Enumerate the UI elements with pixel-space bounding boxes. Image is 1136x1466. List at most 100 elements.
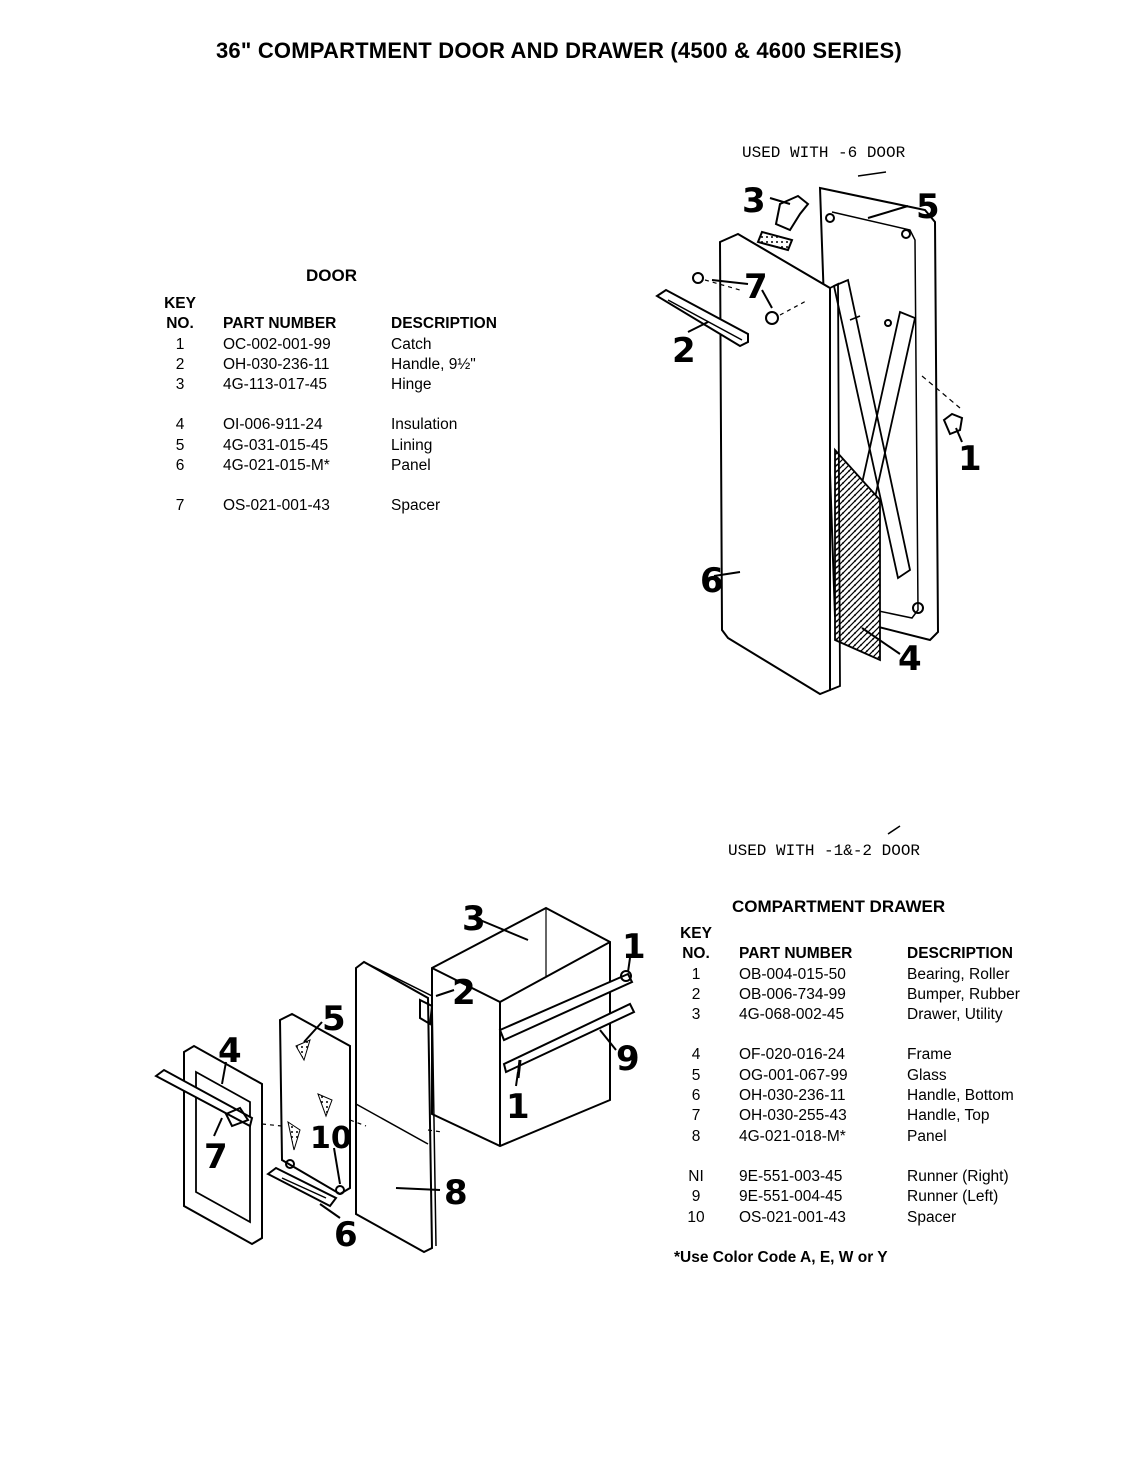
drawer-handle-top-clip	[224, 1106, 250, 1128]
door-lining-hole	[912, 602, 924, 614]
door-callout-4: 4	[898, 639, 922, 679]
door-brace-slot	[849, 315, 861, 321]
door-lining-hole	[901, 229, 911, 239]
door-hinge-plate	[756, 230, 794, 252]
drawer-table-row: 6 OH-030-236-11 Handle, Bottom	[676, 1086, 1096, 1106]
door-table-row: 2 OH-030-236-11 Handle, 9½"	[160, 355, 560, 375]
door-part-number-header: PART NUMBER	[223, 315, 337, 333]
door-row-key: 5	[175, 436, 185, 454]
drawer-callout-3: 3	[462, 899, 486, 939]
drawer-table-row: 9 9E-551-004-45 Runner (Left)	[676, 1187, 1096, 1207]
drawer-key-header: NO.	[682, 945, 710, 963]
drawer-callout-1b: 1	[506, 1087, 530, 1127]
door-table-header: NO. PART NUMBER DESCRIPTION	[160, 314, 560, 334]
drawer-parts-table: KEY NO. PART NUMBER DESCRIPTION 1 OB-004…	[676, 924, 1096, 1228]
door-brace-left	[832, 278, 912, 580]
drawer-callout-7: 7	[204, 1137, 228, 1177]
drawer-row-part-number: OB-006-734-99	[739, 985, 846, 1003]
drawer-row-key: 2	[691, 985, 701, 1003]
drawer-row-part-number: OG-001-067-99	[739, 1066, 848, 1084]
door-panel	[718, 232, 831, 696]
leader-line	[221, 1061, 227, 1085]
drawer-handle-bottom-groove	[281, 1177, 327, 1199]
leader-line	[515, 1071, 519, 1087]
drawer-callout-6: 6	[334, 1215, 358, 1255]
drawer-row-description: Runner (Right)	[907, 1167, 1009, 1185]
leader-line	[213, 1117, 223, 1137]
drawer-row-description: Frame	[907, 1046, 952, 1064]
door-hinge	[774, 194, 810, 232]
door-row-description: Panel	[391, 457, 431, 475]
leader-line	[713, 571, 741, 577]
door-table-row: 1 OC-002-001-99 Catch	[160, 335, 560, 355]
drawer-row-description: Bumper, Rubber	[907, 985, 1020, 1003]
door-row-key: 1	[175, 335, 185, 353]
drawer-exploded-diagram	[154, 825, 901, 1254]
door-spacer	[765, 311, 779, 325]
drawer-row-description: Glass	[907, 1066, 947, 1084]
drawer-table-row: 1 OB-004-015-50 Bearing, Roller	[676, 965, 1096, 985]
leader-line	[687, 321, 709, 333]
drawer-assembly-dash	[261, 1119, 443, 1133]
drawer-row-part-number: 4G-068-002-45	[739, 1006, 845, 1024]
door-exploded-diagram	[655, 171, 964, 696]
drawer-row-key: 1	[691, 965, 701, 983]
drawer-row-key: 7	[691, 1107, 701, 1125]
drawer-row-description: Spacer	[907, 1208, 957, 1226]
door-row-part-number: OI-006-911-24	[223, 416, 323, 434]
door-table-row: 3 4G-113-017-45 Hinge	[160, 375, 560, 395]
door-callout-1: 1	[958, 439, 982, 479]
drawer-key-header-top: KEY	[680, 925, 712, 942]
drawer-row-key: 4	[691, 1046, 701, 1064]
door-row-part-number: OS-021-001-43	[223, 497, 330, 515]
door-table-row: 4 OI-006-911-24 Insulation	[160, 415, 560, 435]
drawer-row-part-number: OH-030-255-43	[739, 1107, 847, 1125]
drawer-panel-fold	[355, 1103, 429, 1145]
drawer-row-part-number: OB-004-015-50	[739, 965, 846, 983]
door-used-with-arrow	[857, 171, 887, 177]
drawer-part-number-header: PART NUMBER	[739, 945, 853, 963]
leader-line	[395, 1187, 441, 1191]
drawer-spacer	[285, 1159, 295, 1169]
door-table-row: 7 OS-021-001-43 Spacer	[160, 496, 560, 516]
drawer-row-key: 8	[691, 1127, 701, 1145]
door-callout-3: 3	[742, 181, 766, 221]
door-table-row: 5 4G-031-015-45 Lining	[160, 436, 560, 456]
drawer-roller-bearing	[620, 970, 632, 982]
drawer-glass	[278, 1012, 351, 1196]
door-panel-side	[829, 282, 841, 691]
leader-line	[761, 289, 773, 309]
drawer-section-title: COMPARTMENT DRAWER	[732, 897, 946, 916]
door-row-key: 3	[175, 376, 185, 394]
drawer-table-row: 7 OH-030-255-43 Handle, Top	[676, 1106, 1096, 1126]
drawer-handle-top	[154, 1068, 254, 1128]
drawer-description-header: DESCRIPTION	[907, 945, 1013, 963]
door-key-header-top: KEY	[164, 295, 196, 312]
door-row-description: Insulation	[391, 416, 458, 434]
drawer-row-key: 5	[691, 1066, 701, 1084]
door-section-title: DOOR	[306, 266, 357, 285]
drawer-callout-5: 5	[322, 999, 346, 1039]
drawer-panel-edge	[363, 961, 437, 1247]
door-lining-hole	[825, 213, 835, 223]
door-callout-5: 5	[916, 187, 940, 227]
drawer-table-row: 3 4G-068-002-45 Drawer, Utility	[676, 1005, 1096, 1025]
door-lining-hole	[884, 319, 892, 327]
drawer-table-row: 8 4G-021-018-M* Panel	[676, 1127, 1096, 1147]
drawer-table-row: NI 9E-551-003-45 Runner (Right)	[676, 1167, 1096, 1187]
drawer-callout-9: 9	[616, 1039, 640, 1079]
drawer-row-description: Bearing, Roller	[907, 965, 1010, 983]
door-used-with-label: USED WITH -6 DOOR	[742, 144, 906, 162]
door-row-part-number: 4G-113-017-45	[223, 376, 327, 394]
leader-line	[599, 1029, 617, 1051]
drawer-row-description: Panel	[907, 1127, 947, 1145]
door-row-description: Handle, 9½"	[391, 355, 476, 373]
leader-line	[955, 427, 963, 443]
door-catch-dash	[921, 375, 961, 409]
drawer-table-header: NO. PART NUMBER DESCRIPTION	[676, 944, 1096, 964]
drawer-runner-left	[502, 1002, 636, 1074]
drawer-callout-1: 1	[622, 927, 646, 967]
leader-line	[303, 1021, 323, 1043]
drawer-row-part-number: 9E-551-003-45	[739, 1167, 843, 1185]
